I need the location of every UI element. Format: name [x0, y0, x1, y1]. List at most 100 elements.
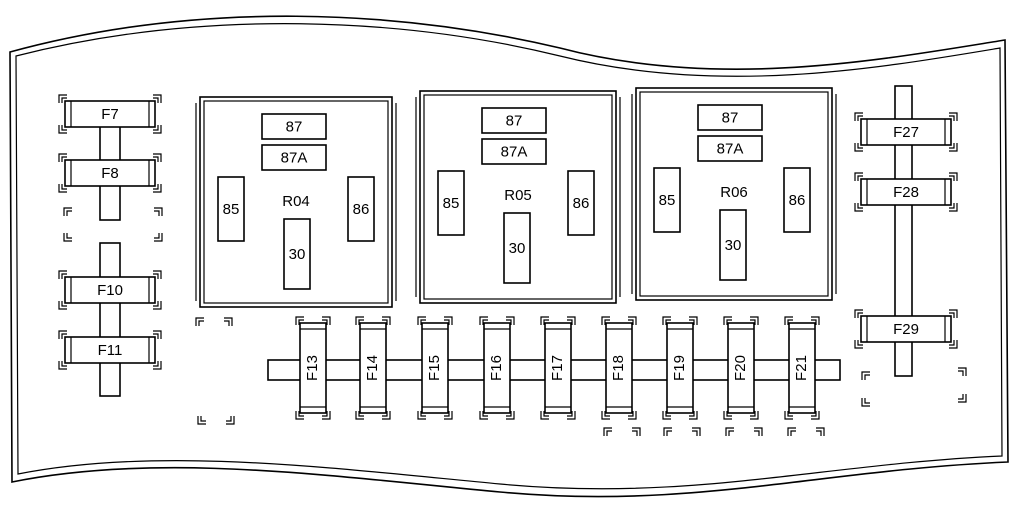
clip	[153, 94, 162, 103]
relay-pin-label: 86	[573, 195, 590, 212]
clip	[153, 153, 162, 162]
fuse-label: F19	[671, 355, 688, 381]
fuse-label: F17	[549, 355, 566, 381]
clip	[58, 94, 67, 103]
clip	[784, 411, 793, 420]
relay-pin: 86	[347, 176, 375, 242]
clip	[567, 411, 576, 420]
clip	[723, 411, 732, 420]
clip	[787, 427, 796, 436]
clip	[197, 416, 206, 425]
clip	[195, 317, 204, 326]
clip	[861, 371, 870, 380]
clip	[58, 153, 67, 162]
fuse: F16	[479, 316, 515, 420]
fuse-label: F28	[893, 184, 919, 201]
clip	[417, 411, 426, 420]
clip	[355, 411, 364, 420]
fuse-label: F10	[97, 282, 123, 299]
fuse: F27	[854, 112, 958, 152]
clip	[322, 316, 331, 325]
clip	[417, 316, 426, 325]
clip	[479, 316, 488, 325]
fuse-label: F7	[101, 106, 119, 123]
clip	[723, 316, 732, 325]
relay-pin-label: 87	[506, 112, 523, 129]
fuse-label: F16	[488, 355, 505, 381]
fuse: F21	[784, 316, 820, 420]
clip	[949, 309, 958, 318]
relay-pin-label: 30	[289, 246, 306, 263]
panel-outline	[9, 15, 1009, 498]
clip	[153, 361, 162, 370]
relay-pin: 85	[217, 176, 245, 242]
relay-pin-label: 85	[443, 195, 460, 212]
clip	[224, 317, 233, 326]
clip	[854, 172, 863, 181]
relay-pin: 30	[283, 218, 311, 290]
clip	[153, 184, 162, 193]
relay-pin-label: 87A	[501, 143, 528, 160]
relay-pin: 87	[697, 104, 763, 131]
relay-pin-label: 87	[286, 118, 303, 135]
clip	[153, 301, 162, 310]
clip	[854, 143, 863, 152]
relay-pin: 30	[503, 212, 531, 284]
relay-pin: 87A	[261, 144, 327, 171]
relay-pin-label: 87	[722, 109, 739, 126]
relay-pin: 87	[481, 107, 547, 134]
fuse-label: F11	[98, 342, 123, 359]
fuse: F8	[58, 153, 162, 193]
fuse: F19	[662, 316, 698, 420]
clip	[153, 330, 162, 339]
clip	[663, 427, 672, 436]
clip	[750, 316, 759, 325]
fuse: F17	[540, 316, 576, 420]
clip	[603, 427, 612, 436]
relay-pin: 87	[261, 113, 327, 140]
clip	[689, 316, 698, 325]
fuse: F13	[295, 316, 331, 420]
clip	[154, 207, 163, 216]
relay-pin: 87A	[697, 135, 763, 162]
relay-pin-label: 86	[353, 201, 370, 218]
clip	[479, 411, 488, 420]
clip	[382, 316, 391, 325]
clip	[958, 367, 967, 376]
clip	[861, 398, 870, 407]
clip	[63, 233, 72, 242]
fuse: F15	[417, 316, 453, 420]
relay-pin-label: 85	[223, 201, 240, 218]
fuse: F14	[355, 316, 391, 420]
clip	[689, 411, 698, 420]
fuse-label: F27	[893, 124, 919, 141]
relay-pin: 86	[783, 167, 811, 233]
clip	[854, 203, 863, 212]
relay-pin-label: 87A	[281, 149, 308, 166]
clip	[58, 270, 67, 279]
clip	[444, 411, 453, 420]
relay-r05: R05 87 87A 85 86 30	[415, 90, 621, 304]
relay-pin: 30	[719, 209, 747, 281]
clip	[322, 411, 331, 420]
clip	[754, 427, 763, 436]
clip	[295, 411, 304, 420]
relay-name: R05	[504, 187, 532, 204]
clip	[854, 112, 863, 121]
clip	[601, 316, 610, 325]
clip	[628, 411, 637, 420]
right-bus-bar	[894, 85, 913, 377]
mounting-clips	[63, 207, 967, 436]
clip	[949, 112, 958, 121]
clip	[58, 330, 67, 339]
clip	[355, 316, 364, 325]
clip	[153, 125, 162, 134]
fuse: F18	[601, 316, 637, 420]
clip	[784, 316, 793, 325]
clip	[601, 411, 610, 420]
fuse-label: F8	[101, 165, 119, 182]
fuse-label: F14	[364, 355, 381, 381]
clip	[58, 301, 67, 310]
